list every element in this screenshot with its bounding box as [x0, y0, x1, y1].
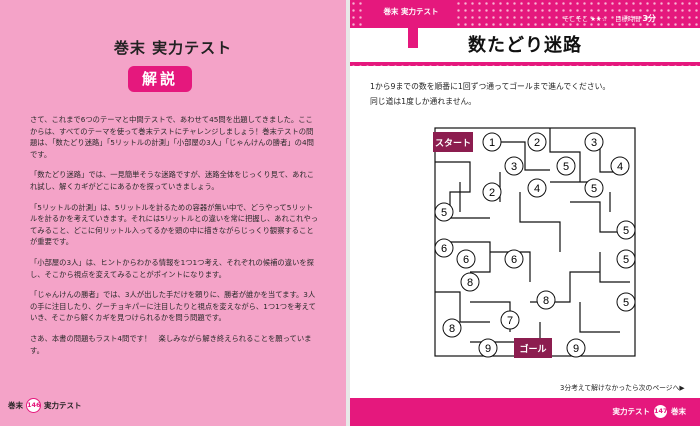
time-label: 目標時間	[615, 16, 641, 23]
maze-node: 5	[584, 178, 604, 198]
maze-node: 6	[504, 249, 524, 269]
commentary-text: さて、これまで6つのテーマと中間テストで、あわせて45問を出題してきました。ここ…	[30, 114, 320, 365]
svg-text:6: 6	[511, 254, 517, 266]
maze-node: 4	[610, 156, 630, 176]
commentary-badge: 解説	[128, 66, 192, 92]
left-page: 巻末 実力テスト 解説 さて、これまで6つのテーマと中間テストで、あわせて45問…	[0, 0, 346, 426]
svg-text:5: 5	[563, 161, 569, 173]
maze-node: 5	[616, 220, 636, 240]
svg-text:3: 3	[511, 161, 517, 173]
difficulty-stars: ★★☆	[590, 16, 608, 23]
maze-node: 2	[482, 182, 502, 202]
goal-label: ゴール	[519, 343, 546, 354]
page-footer-right: 実力テスト 147 巻末	[612, 404, 686, 419]
bookmark-ribbon	[408, 28, 418, 48]
footer-section: 実力テスト	[612, 407, 651, 416]
start-box	[433, 132, 473, 152]
page-number: 147	[653, 404, 668, 419]
page-footer-left: 巻末 146 実力テスト	[8, 398, 82, 413]
svg-text:4: 4	[617, 161, 623, 173]
svg-text:1: 1	[489, 137, 495, 149]
svg-text:5: 5	[441, 207, 447, 219]
start-label: スタート	[435, 137, 471, 148]
svg-text:5: 5	[623, 254, 629, 266]
svg-text:7: 7	[507, 315, 513, 327]
next-page-hint: 3分考えて解けなかったら次のページへ▶	[560, 384, 685, 392]
maze-node: 6	[456, 249, 476, 269]
svg-text:2: 2	[489, 187, 495, 199]
instruction-line-1: 1から9までの数を順番に1回ずつ通ってゴールまで進んでください。	[370, 82, 611, 91]
svg-text:6: 6	[463, 254, 469, 266]
footer-label: 巻末	[671, 407, 686, 416]
maze-node: 8	[442, 318, 462, 338]
svg-text:6: 6	[441, 243, 447, 255]
difficulty-meta: そこそこ ★★☆ 目標時間 3分	[563, 13, 656, 24]
number-maze: スタート ゴール 1 2 3 3 5 4 2 4 5 5 5 6 6 6 5 8	[433, 127, 636, 358]
maze-node: 7	[500, 310, 520, 330]
paragraph: 「じゃんけんの勝者」では、3人が出した手だけを頼りに、勝者が誰かを当てます。3人…	[30, 290, 316, 323]
maze-node: 3	[504, 156, 524, 176]
paragraph: さあ、本書の問題もラスト4問です！ 楽しみながら解き終えられることを願っています…	[30, 333, 312, 355]
svg-text:5: 5	[591, 183, 597, 195]
svg-text:8: 8	[467, 277, 473, 289]
goal-box	[514, 338, 552, 358]
maze-node: 5	[556, 156, 576, 176]
paragraph: 「小部屋の3人」は、ヒントからわかる情報を1つ1つ考え、それぞれの候補の違いを探…	[30, 257, 314, 279]
difficulty-text: そこそこ	[563, 16, 589, 23]
paragraph: 「5リットルの計測」は、5リットルを計るための容器が無い中で、どうやって5リット…	[30, 202, 319, 247]
maze-node: 5	[616, 249, 636, 269]
paragraph: さて、これまで6つのテーマと中間テストで、あわせて45問を出題してきました。ここ…	[30, 115, 314, 159]
svg-text:4: 4	[534, 183, 540, 195]
time-value: 3分	[642, 14, 656, 23]
footer-label: 巻末	[8, 401, 23, 410]
maze-node: 9	[478, 338, 498, 358]
svg-text:5: 5	[623, 225, 629, 237]
maze-node: 8	[460, 272, 480, 292]
puzzle-title: 数たどり迷路	[468, 35, 582, 56]
page-title: 巻末 実力テスト	[113, 39, 233, 57]
page-footer-band	[350, 398, 700, 426]
book-gutter	[346, 0, 350, 426]
maze-nodes: 1 2 3 3 5 4 2 4 5 5 5 6 6 6 5 8 5 7 8 8	[434, 132, 636, 358]
right-page: 巻末 実力テスト そこそこ ★★☆ 目標時間 3分 数たどり迷路 1から9までの…	[350, 0, 700, 426]
maze-node: 5	[434, 202, 454, 222]
section-tab: 巻末 実力テスト	[366, 0, 456, 28]
svg-text:5: 5	[623, 297, 629, 309]
svg-text:8: 8	[543, 295, 549, 307]
maze-node: 2	[527, 132, 547, 152]
svg-text:9: 9	[485, 343, 491, 355]
maze-node: 5	[616, 292, 636, 312]
paragraph: 「数たどり迷路」では、一見簡単そうな迷路ですが、迷路全体をじっくり見て、あれこれ…	[30, 170, 315, 191]
maze-node: 8	[536, 290, 556, 310]
maze-node: 4	[527, 178, 547, 198]
footer-section: 実力テスト	[44, 401, 82, 410]
maze-node: 1	[482, 132, 502, 152]
maze-node: 3	[584, 132, 604, 152]
instruction-line-2: 同じ道は1度しか通れません。	[370, 97, 477, 106]
page-number: 146	[26, 398, 41, 413]
maze-walls	[434, 127, 636, 357]
maze-node: 6	[434, 238, 454, 258]
svg-text:3: 3	[591, 137, 597, 149]
maze-node: 9	[566, 338, 586, 358]
svg-text:2: 2	[534, 137, 540, 149]
svg-text:8: 8	[449, 323, 455, 335]
svg-text:9: 9	[573, 343, 579, 355]
